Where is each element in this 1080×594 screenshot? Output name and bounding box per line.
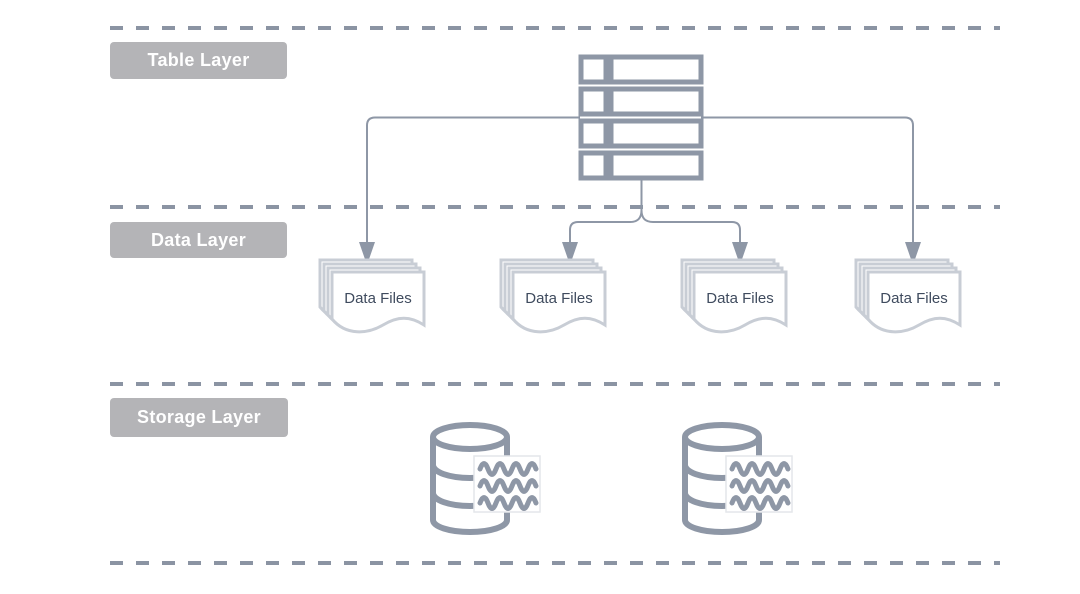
database-icon [433,425,540,532]
connector-line [569,178,643,243]
storage-layer-label-text: Storage Layer [137,407,261,427]
storage-layer-label: Storage Layer [110,398,288,437]
connector-line [701,116,914,243]
connector-line [366,116,580,243]
database-icon [685,425,792,532]
table-layer-label-text: Table Layer [147,50,250,70]
arrowhead-icon [732,242,748,265]
data-files-label: Data Files [525,290,593,307]
arrowhead-icon [562,242,578,265]
arrowhead-icon [359,242,375,265]
table-layer-label: Table Layer [110,42,287,79]
data-layer-label-text: Data Layer [150,229,247,250]
arrowhead-icon [905,242,921,265]
table-rows-icon [578,54,704,181]
data-files-label: Data Files [880,290,948,307]
data-files-label: Data Files [344,290,412,307]
data-files-label: Data Files [706,290,774,307]
connector-line [640,209,741,243]
data-layer-label: Data Layer [110,222,287,258]
